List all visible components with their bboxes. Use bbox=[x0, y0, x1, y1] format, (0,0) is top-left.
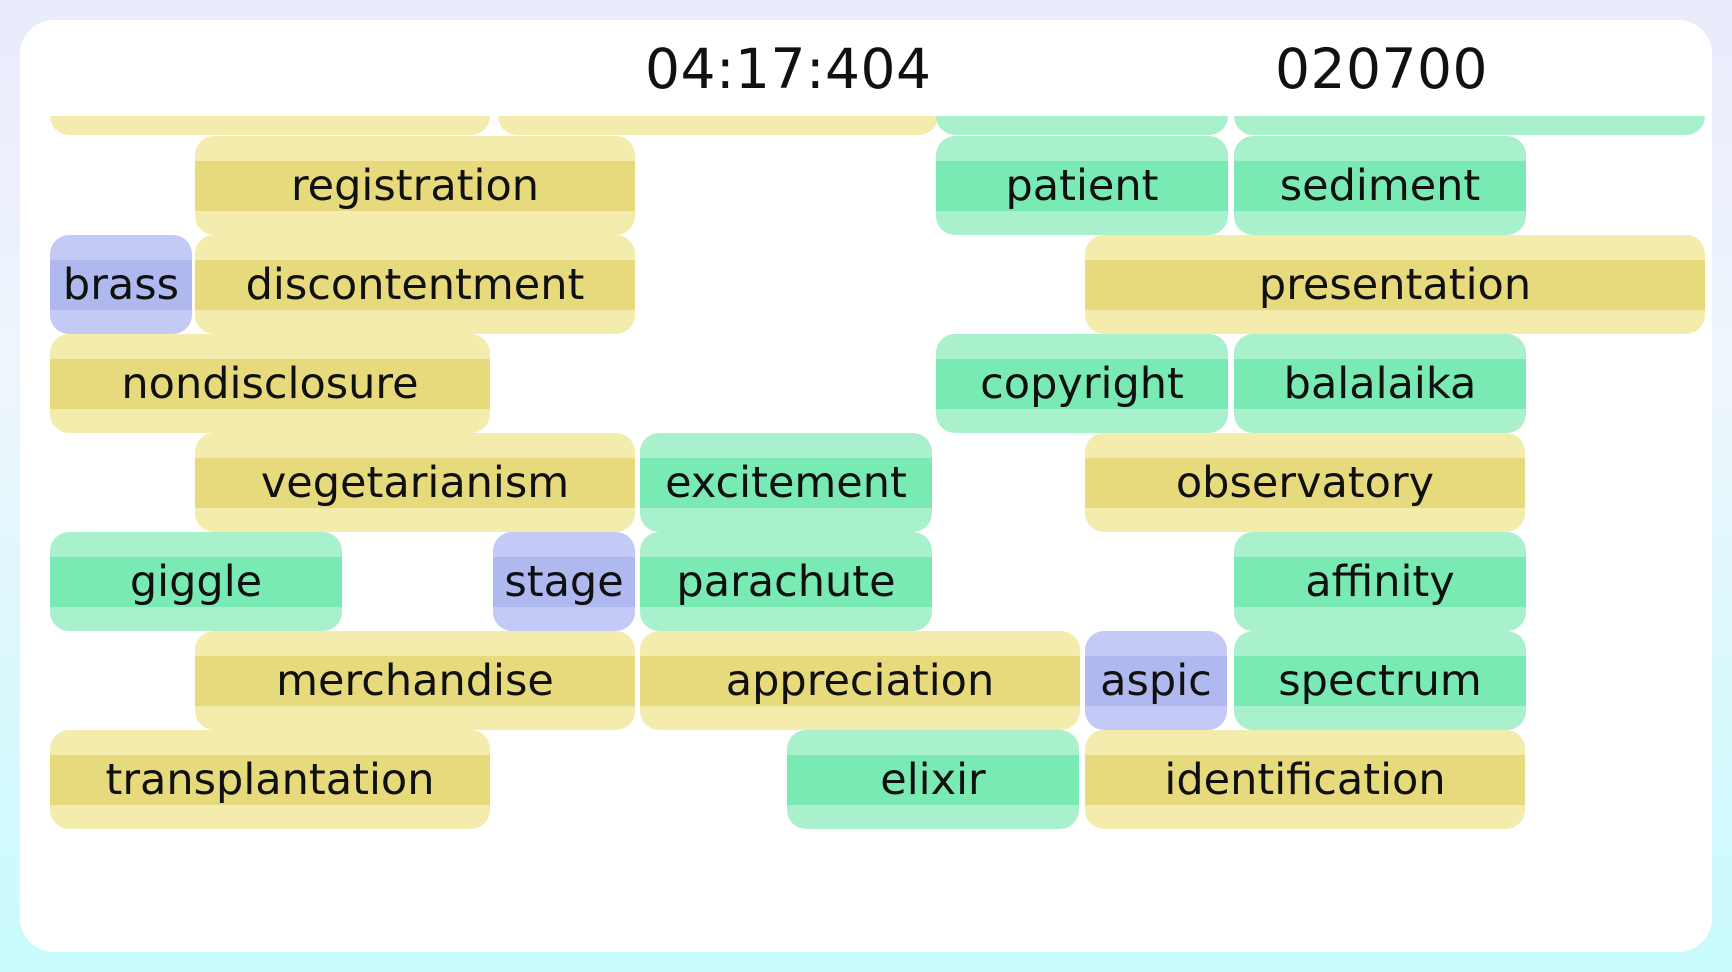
word-pill-label: patient bbox=[1005, 160, 1159, 211]
word-pill-band bbox=[1234, 557, 1526, 607]
word-pill-label: giggle bbox=[129, 556, 263, 607]
word-pill-label: merchandise bbox=[276, 655, 554, 706]
word-row: brass discontentment presentation bbox=[20, 235, 1712, 334]
word-pill[interactable]: spectrum bbox=[1234, 631, 1526, 730]
word-pill-partial[interactable] bbox=[498, 116, 938, 135]
word-pill-label: vegetarianism bbox=[260, 457, 570, 508]
word-pill-band bbox=[50, 260, 192, 310]
word-pill-band bbox=[195, 458, 635, 508]
word-pill-band bbox=[195, 161, 635, 211]
word-row: merchandise appreciation aspic spectrum bbox=[20, 631, 1712, 730]
word-pill-label: nondisclosure bbox=[121, 358, 419, 409]
word-pill[interactable]: discontentment bbox=[195, 235, 635, 334]
word-pill-label: spectrum bbox=[1278, 655, 1482, 706]
word-pill[interactable]: excitement bbox=[640, 433, 932, 532]
word-row: vegetarianism excitement observatory bbox=[20, 433, 1712, 532]
word-pill-label: parachute bbox=[676, 556, 896, 607]
word-pill-band bbox=[493, 557, 635, 607]
word-pill[interactable]: stage bbox=[493, 532, 635, 631]
word-pill-partial[interactable] bbox=[1234, 116, 1705, 135]
word-field: registration patient sediment brass disconte… bbox=[20, 116, 1712, 952]
word-pill-label: registration bbox=[290, 160, 540, 211]
word-pill[interactable]: sediment bbox=[1234, 136, 1526, 235]
word-pill-label: excitement bbox=[665, 457, 907, 508]
word-pill[interactable]: presentation bbox=[1085, 235, 1705, 334]
word-row: giggle stage parachute affinity bbox=[20, 532, 1712, 631]
word-pill-label: balalaika bbox=[1283, 358, 1477, 409]
word-pill-band bbox=[195, 260, 635, 310]
word-pill-label: aspic bbox=[1100, 655, 1212, 706]
word-pill-band bbox=[50, 557, 342, 607]
word-pill-band bbox=[640, 557, 932, 607]
word-pill-label: elixir bbox=[880, 754, 986, 805]
word-pill[interactable]: giggle bbox=[50, 532, 342, 631]
word-pill[interactable]: brass bbox=[50, 235, 192, 334]
word-pill-partial[interactable] bbox=[936, 116, 1228, 135]
word-pill-label: stage bbox=[504, 556, 624, 607]
score-display: 020700 bbox=[1275, 37, 1488, 101]
word-pill[interactable]: aspic bbox=[1085, 631, 1227, 730]
word-pill-band bbox=[936, 359, 1228, 409]
word-pill-band bbox=[1234, 161, 1526, 211]
word-pill-band bbox=[1085, 458, 1525, 508]
word-pill[interactable]: patient bbox=[936, 136, 1228, 235]
word-pill-band bbox=[1234, 656, 1526, 706]
word-row: nondisclosure copyright balalaika bbox=[20, 334, 1712, 433]
word-pill-label: copyright bbox=[980, 358, 1184, 409]
word-row: registration patient sediment bbox=[20, 136, 1712, 235]
word-pill-band bbox=[1085, 755, 1525, 805]
word-pill-label: observatory bbox=[1175, 457, 1435, 508]
word-pill-band bbox=[195, 656, 635, 706]
word-pill-band bbox=[1085, 260, 1705, 310]
word-pill[interactable]: vegetarianism bbox=[195, 433, 635, 532]
word-pill-band bbox=[640, 458, 932, 508]
word-pill-band bbox=[640, 656, 1080, 706]
timer-display: 04:17:404 bbox=[645, 37, 932, 101]
word-pill-label: transplantation bbox=[105, 754, 435, 805]
word-pill-label: sediment bbox=[1279, 160, 1481, 211]
word-pill-label: brass bbox=[62, 259, 180, 310]
word-pill[interactable]: observatory bbox=[1085, 433, 1525, 532]
word-pill-label: affinity bbox=[1305, 556, 1455, 607]
word-pill[interactable]: transplantation bbox=[50, 730, 490, 829]
game-header: 04:17:404 020700 bbox=[20, 20, 1712, 116]
word-pill[interactable]: copyright bbox=[936, 334, 1228, 433]
word-pill[interactable]: affinity bbox=[1234, 532, 1526, 631]
word-pill[interactable]: elixir bbox=[787, 730, 1079, 829]
word-pill[interactable]: appreciation bbox=[640, 631, 1080, 730]
word-pill[interactable]: parachute bbox=[640, 532, 932, 631]
word-pill[interactable]: balalaika bbox=[1234, 334, 1526, 433]
word-pill[interactable]: nondisclosure bbox=[50, 334, 490, 433]
game-card: 04:17:404 020700 registration patient sedi… bbox=[20, 20, 1712, 952]
word-pill-band bbox=[1085, 656, 1227, 706]
word-pill-band bbox=[936, 161, 1228, 211]
word-pill[interactable]: merchandise bbox=[195, 631, 635, 730]
word-pill-label: appreciation bbox=[725, 655, 995, 706]
word-pill-band bbox=[50, 755, 490, 805]
word-row: transplantation elixir identification bbox=[20, 730, 1712, 829]
word-pill-band bbox=[787, 755, 1079, 805]
word-pill-partial[interactable] bbox=[50, 116, 490, 135]
word-pill-label: presentation bbox=[1258, 259, 1532, 310]
word-row bbox=[20, 116, 1712, 135]
word-pill[interactable]: identification bbox=[1085, 730, 1525, 829]
word-pill-label: discontentment bbox=[245, 259, 585, 310]
word-pill[interactable]: registration bbox=[195, 136, 635, 235]
word-pill-band bbox=[50, 359, 490, 409]
word-pill-label: identification bbox=[1164, 754, 1446, 805]
word-pill-band bbox=[1234, 359, 1526, 409]
